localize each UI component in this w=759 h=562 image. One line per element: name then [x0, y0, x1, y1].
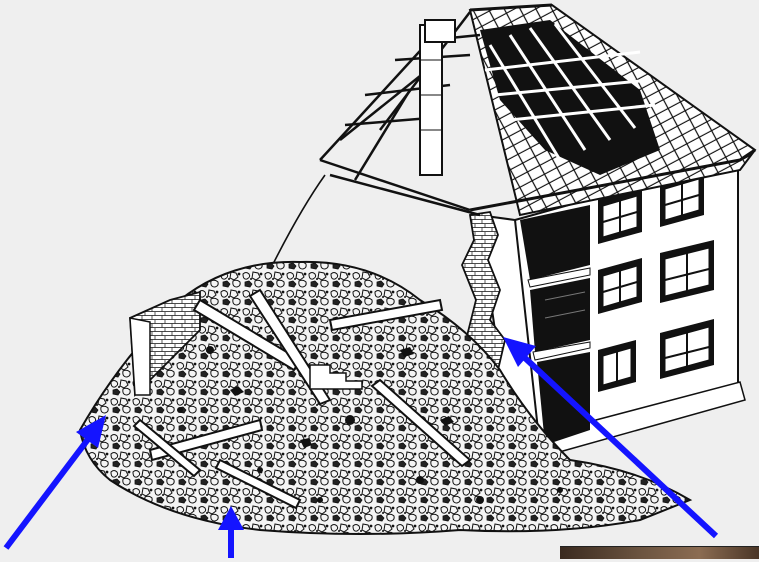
inset-photo-edge	[560, 546, 759, 559]
chimney	[420, 20, 455, 175]
arrow-rubble-left-edge	[6, 415, 106, 548]
